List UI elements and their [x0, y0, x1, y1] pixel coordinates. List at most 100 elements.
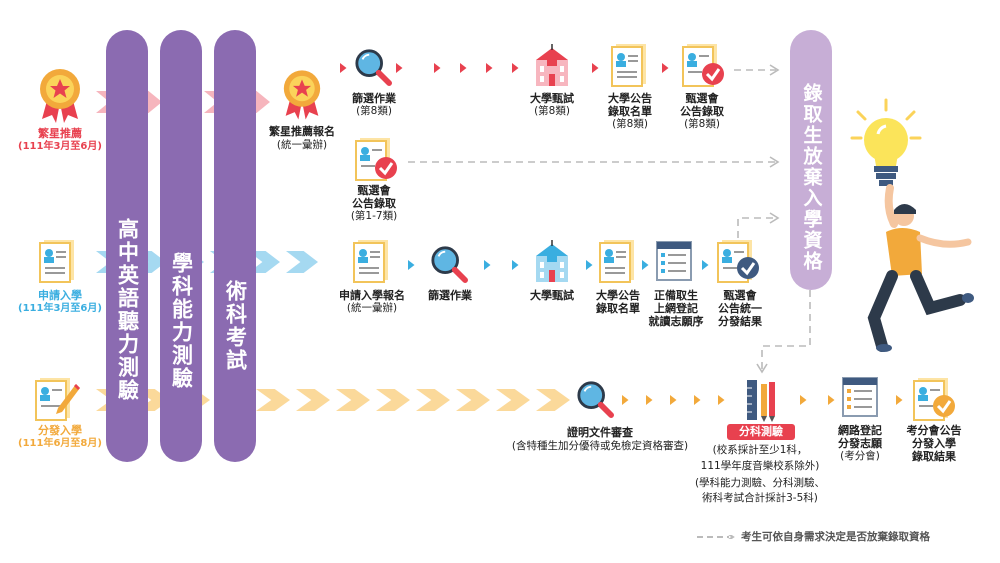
star-admit8-sub: (第8類)	[684, 118, 720, 130]
list-document-icon	[656, 241, 692, 281]
list-document-icon	[842, 377, 878, 417]
dist-docs-title: 證明文件審查	[567, 426, 633, 439]
pill-waiver: 錄取生放棄入學資格	[790, 30, 832, 290]
star-screen8-title: 篩選作業	[352, 92, 396, 105]
star-step-arrow	[486, 63, 493, 73]
dist-chevron	[496, 389, 530, 411]
document-icon	[353, 240, 388, 283]
apply-screen-title: 篩選作業	[428, 289, 472, 302]
star-list8-title: 大學公告 錄取名單	[608, 92, 652, 118]
star-step-arrow	[662, 63, 669, 73]
lightbulb-icon	[850, 98, 922, 186]
route-dist-name: 分發入學	[38, 424, 82, 437]
star-step-arrow	[396, 63, 403, 73]
apply-step-arrow	[642, 260, 649, 270]
subject-exam-badge-label: 分科測驗	[739, 425, 783, 438]
legend-text: 考生可依自身需求決定是否放棄錄取資格	[741, 531, 930, 543]
magnifier-icon	[577, 381, 614, 418]
apply-step-arrow	[484, 260, 491, 270]
apply-chevron	[286, 251, 318, 273]
subject-exam-badge: 分科測驗	[727, 424, 795, 440]
star-signup-sub: (統一彙辦)	[276, 139, 328, 151]
route-apply-period: (111年3月至6月)	[18, 303, 102, 314]
dash-arrowhead	[756, 363, 768, 374]
pencil-document-icon	[35, 378, 80, 421]
dist-step-arrow	[670, 395, 677, 405]
star-step-arrow	[434, 63, 441, 73]
dash-arrowhead	[769, 156, 780, 168]
route-star-period: (111年3月至6月)	[18, 141, 102, 152]
dist-step-arrow	[896, 395, 903, 405]
dist-chevron	[376, 389, 410, 411]
apply-exam-title: 大學甄試	[530, 289, 574, 302]
check-document-icon	[913, 378, 955, 421]
star-list8-sub: (第8類)	[612, 118, 648, 130]
apply-signup-title: 申請入學報名	[339, 289, 405, 302]
document-icon	[611, 44, 646, 87]
subject-note-3: (學科能力測驗、分科測驗、	[694, 477, 826, 489]
dash-connector	[737, 217, 776, 238]
apply-step-arrow	[586, 260, 593, 270]
star-admit8-title: 甄選會 公告錄取	[680, 92, 724, 118]
star-step-arrow	[460, 63, 467, 73]
dist-step-arrow	[800, 395, 807, 405]
dist-docs-sub: (含特種生加分優待或免檢定資格審查)	[511, 440, 689, 452]
star-exam8-title: 大學甄試	[530, 92, 574, 105]
pill-waiver-label: 錄取生放棄入學資格	[800, 82, 823, 272]
legend-dash-line	[697, 535, 735, 539]
medal-icon	[40, 69, 80, 123]
star-signup-title: 繁星推薦報名	[269, 125, 335, 138]
ruler-pencil-icon	[747, 380, 775, 422]
dash-arrowhead	[769, 212, 780, 224]
dist-announce-title: 考分會公告 分發入學 錄取結果	[906, 424, 962, 463]
check-document-icon	[355, 138, 397, 181]
star-exam8-sub: (第8類)	[534, 105, 570, 117]
dist-step-arrow	[694, 395, 701, 405]
pill-scholastic-ability: 學科能力測驗	[160, 30, 202, 462]
subject-note-4: 術科考試合計採計3-5科)	[702, 492, 818, 504]
dist-step-arrow	[646, 395, 653, 405]
apply-register-title: 正備取生 上網登記 就讀志願序	[648, 289, 704, 328]
route-apply-name: 申請入學	[38, 289, 82, 302]
apply-step-arrow	[702, 260, 709, 270]
apply-result-title: 甄選會 公告統一 分發結果	[718, 289, 762, 328]
apply-step-arrow	[512, 260, 519, 270]
route-star-name: 繁星推薦	[38, 127, 82, 140]
dist-online-title: 網路登記 分發志願	[838, 424, 882, 450]
dist-step-arrow	[718, 395, 725, 405]
apply-list-title: 大學公告 錄取名單	[596, 289, 640, 315]
pill-ability-label: 學科能力測驗	[169, 252, 194, 390]
star-admit17-sub: (第1-7類)	[350, 210, 398, 222]
dist-chevron	[296, 389, 330, 411]
document-icon	[599, 240, 634, 283]
university-icon	[536, 240, 568, 282]
star-admit17-title: 甄選會 公告錄取	[352, 184, 396, 210]
person-icon	[867, 184, 974, 352]
star-screen8-sub: (第8類)	[356, 105, 392, 117]
pill-english-label: 高中英語聽力測驗	[115, 218, 140, 402]
apply-signup-sub: (統一彙辦)	[346, 302, 398, 314]
check-document-icon	[682, 44, 724, 87]
dist-online-sub: (考分會)	[840, 450, 880, 462]
apply-step-arrow	[408, 260, 415, 270]
star-step-arrow	[592, 63, 599, 73]
subject-note-2: 111學年度音樂校系除外)	[700, 460, 820, 472]
check-document-icon	[717, 240, 759, 283]
pill-arts-exam: 術科考試	[214, 30, 256, 462]
subject-note-1: (校系採計至少1科，	[712, 444, 808, 456]
document-icon	[39, 240, 74, 283]
dist-chevron	[536, 389, 570, 411]
apply-chevron	[248, 251, 280, 273]
dist-chevron	[336, 389, 370, 411]
dist-step-arrow	[828, 395, 835, 405]
university-icon	[536, 44, 568, 86]
magnifier-icon	[431, 246, 468, 283]
pill-arts-label: 術科考試	[223, 280, 248, 372]
dash-arrowhead	[769, 64, 780, 76]
star-step-arrow	[512, 63, 519, 73]
dist-chevron	[256, 389, 290, 411]
dist-chevron	[456, 389, 490, 411]
dist-step-arrow	[622, 395, 629, 405]
star-step-arrow	[340, 63, 347, 73]
